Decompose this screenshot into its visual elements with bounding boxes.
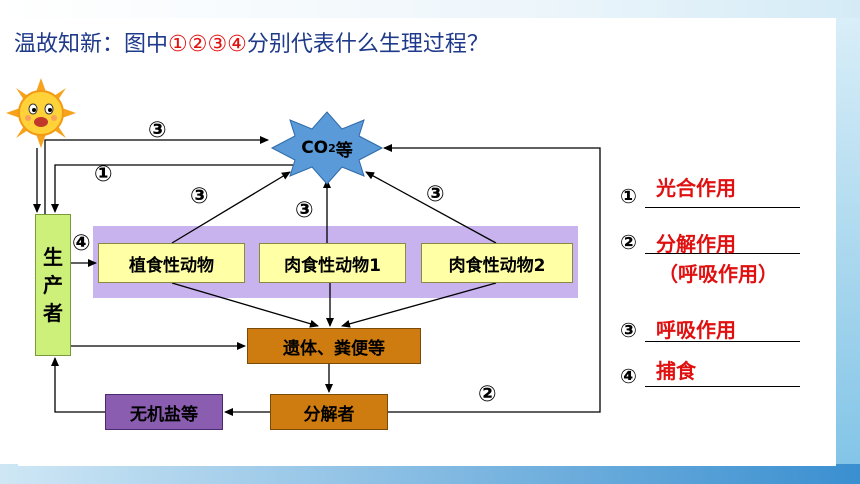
answer-4-number: ④ xyxy=(620,364,637,388)
answer-2-line xyxy=(645,253,800,254)
marker-3-left: ③ xyxy=(190,184,209,209)
remains-node: 遗体、粪便等 xyxy=(247,328,421,364)
answer-1-text: 光合作用 xyxy=(656,176,736,200)
marker-1: ① xyxy=(94,162,113,187)
sun-icon xyxy=(6,78,76,148)
bottom-stripe xyxy=(0,464,860,484)
decomposer-node: 分解者 xyxy=(270,394,388,430)
producer-char-2: 产 xyxy=(43,273,63,297)
answer-2-number: ② xyxy=(620,230,637,254)
co2-tail: 等 xyxy=(335,140,353,161)
co2-subscript: 2 xyxy=(328,141,336,155)
right-stripe xyxy=(836,18,860,484)
answer-2-note: （呼吸作用） xyxy=(658,262,778,286)
answer-3-line xyxy=(645,341,800,342)
producer-char-1: 生 xyxy=(43,245,63,269)
salts-node: 无机盐等 xyxy=(105,394,223,430)
marker-4: ④ xyxy=(72,231,91,256)
title-suffix: 分别代表什么生理过程？ xyxy=(246,32,489,57)
carnivore-2-node: 肉食性动物2 xyxy=(421,243,573,283)
producer-char-3: 者 xyxy=(43,301,63,325)
answer-3-number: ③ xyxy=(620,318,637,342)
title-prefix: 温故知新：图中 xyxy=(14,32,169,57)
herbivore-node: 植食性动物 xyxy=(98,243,245,283)
marker-3-right: ③ xyxy=(426,182,445,207)
title-numbers: ①②③④ xyxy=(168,32,247,57)
answer-1-line xyxy=(645,207,800,208)
producer-node: 生 产 者 xyxy=(35,214,71,356)
top-stripe xyxy=(0,0,860,18)
co2-star-shape xyxy=(270,111,384,185)
marker-2: ② xyxy=(478,382,497,407)
answer-4-text: 捕食 xyxy=(656,359,696,383)
co2-text: CO xyxy=(301,138,329,158)
marker-3-top: ③ xyxy=(148,118,167,143)
carnivore-1-node: 肉食性动物1 xyxy=(259,243,406,283)
answer-4-line xyxy=(645,386,800,387)
answer-3-text: 呼吸作用 xyxy=(656,318,736,342)
answer-2-text: 分解作用 xyxy=(656,232,736,256)
slide-title: 温故知新：图中①②③④分别代表什么生理过程？ xyxy=(14,26,489,58)
answer-1-number: ① xyxy=(620,184,637,208)
marker-3-mid: ③ xyxy=(295,198,314,223)
